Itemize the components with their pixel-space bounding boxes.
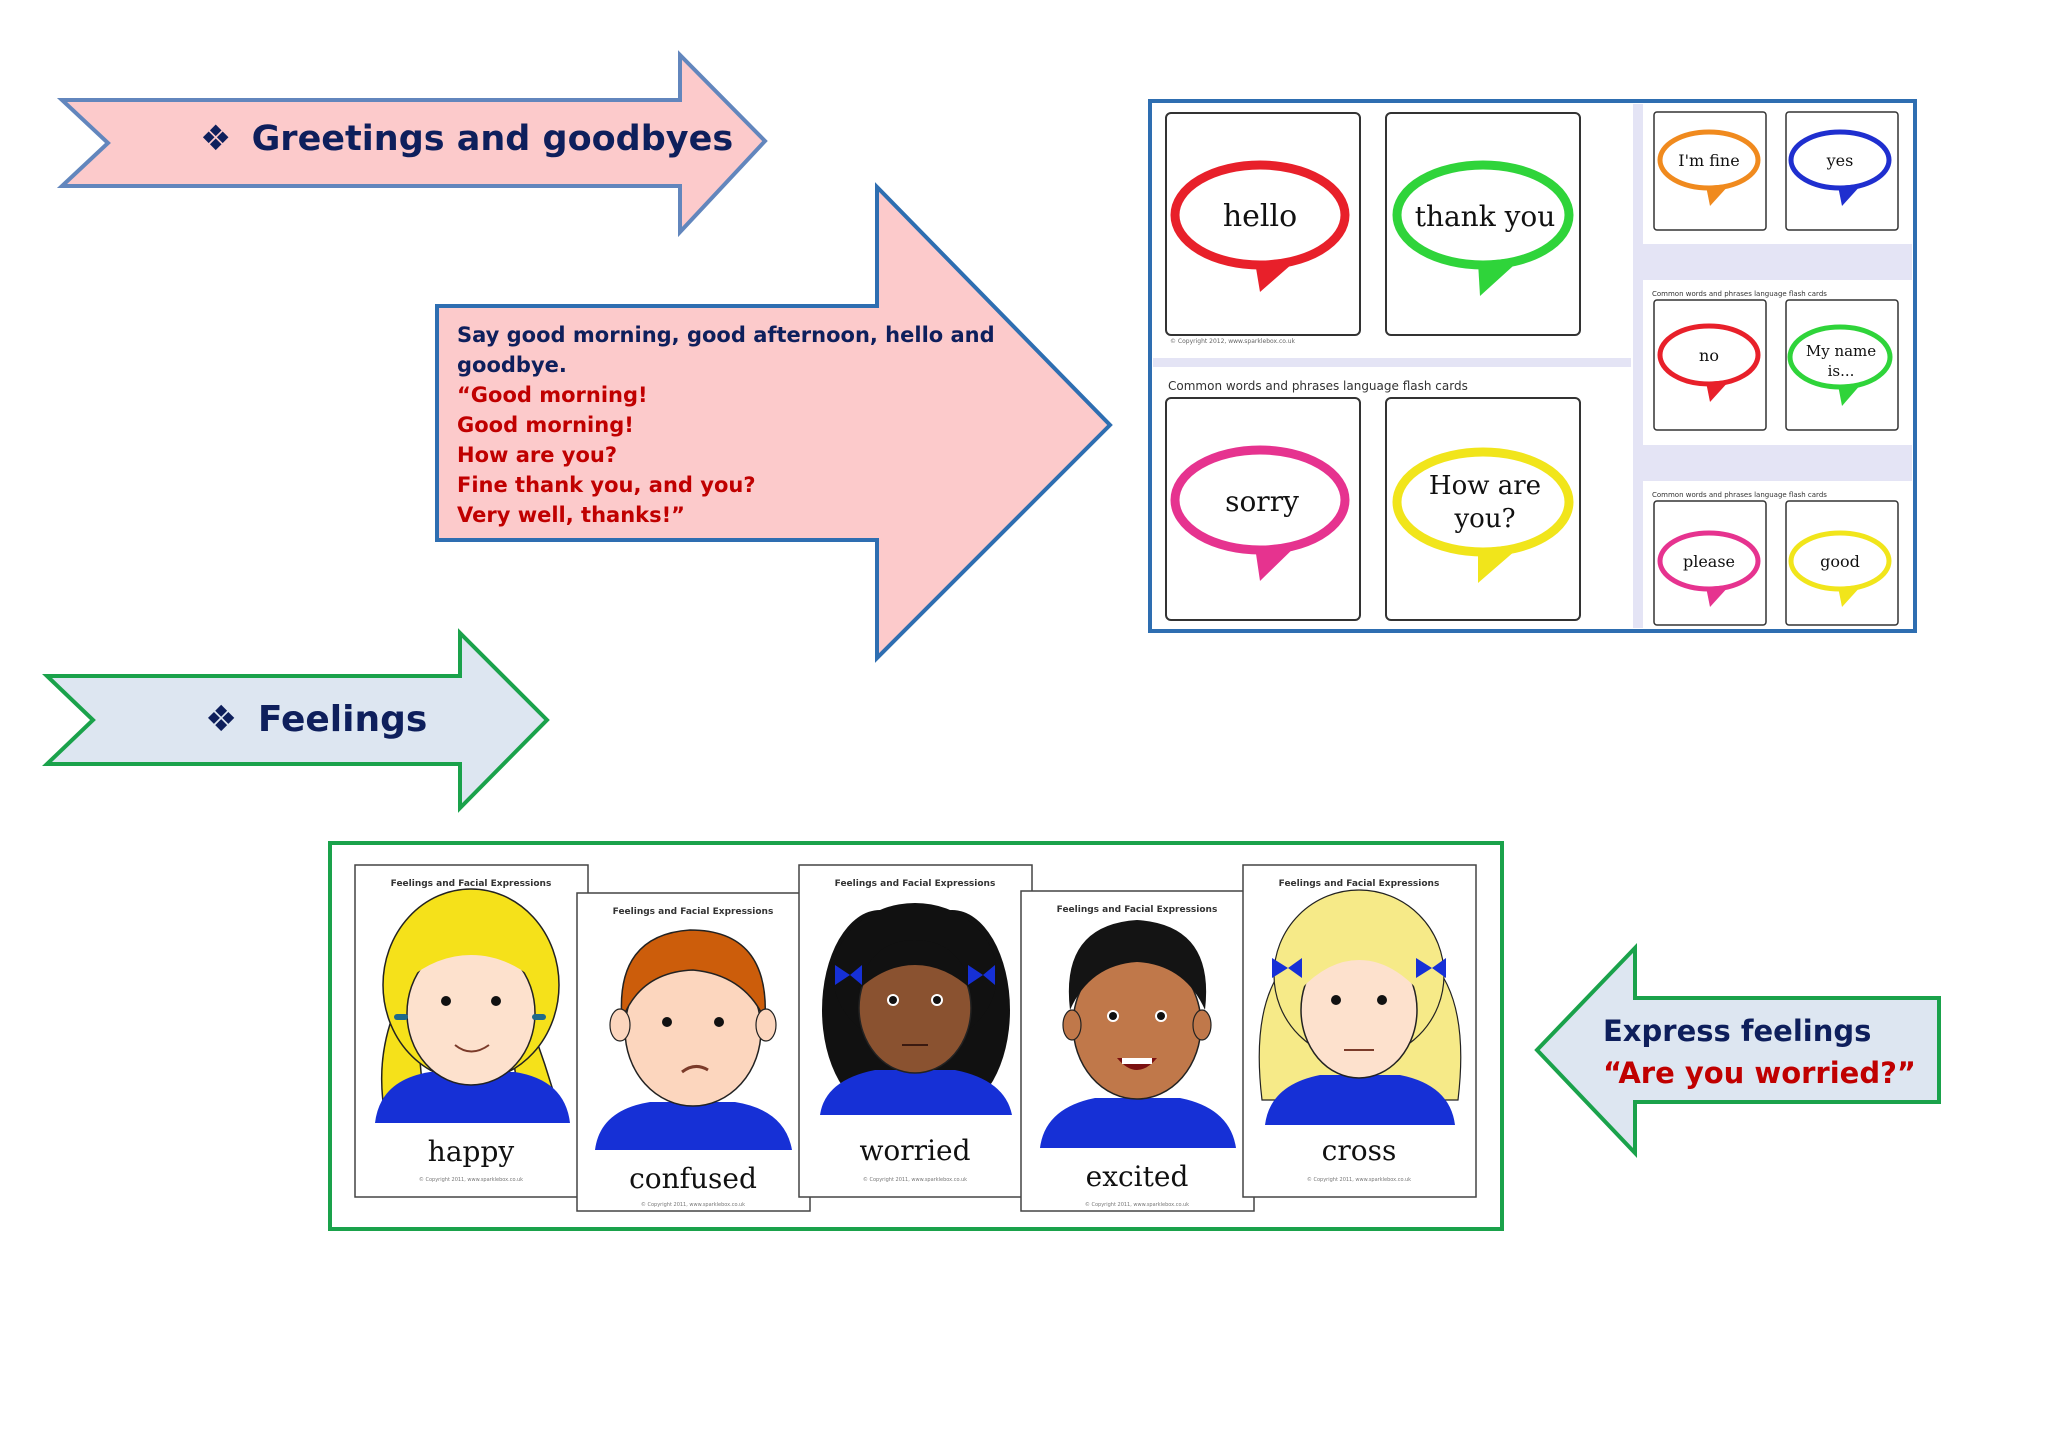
dialogue-arrow: Say good morning, good afternoon, hello … (435, 182, 1113, 663)
feeling-card-header: Feelings and Facial Expressions (835, 879, 996, 889)
flashcards-header-3: Common words and phrases language flash … (1652, 491, 1827, 499)
express-feelings-line-2: “Are you worried?” (1603, 1056, 1916, 1090)
flashcard-good: good (1785, 500, 1899, 626)
dialogue-line-2: Good morning! (457, 413, 634, 437)
feeling-card-confused-label: confused (629, 1162, 757, 1195)
flashcards-panel: © Copyright 2012, www.sparklebox.co.uk C… (1148, 99, 1917, 633)
feeling-card-header: Feelings and Facial Expressions (1057, 905, 1218, 915)
flashcard-my-name-is-line-2: is... (1828, 362, 1855, 380)
flashcard-please-label: please (1683, 552, 1735, 571)
flashcard-how-are-you-line-1: How are (1429, 471, 1541, 501)
feeling-card-confused: Feelings and Facial Expressions confused… (576, 892, 811, 1212)
dialogue-line-4: Fine thank you, and you? (457, 473, 756, 497)
dialogue-line-5: Very well, thanks!” (457, 503, 685, 527)
flashcard-thank-you-label: thank you (1415, 200, 1556, 233)
svg-text:© Copyright 2011, www.sparkleb: © Copyright 2011, www.sparklebox.co.uk (863, 1176, 967, 1183)
flashcard-how-are-you: How are you? (1385, 397, 1581, 621)
greetings-arrow: ❖ Greetings and goodbyes (56, 50, 768, 238)
flashcard-thank-you: thank you (1385, 112, 1581, 336)
express-feelings-line-1: Express feelings (1603, 1014, 1871, 1048)
flashcard-my-name-is-line-1: My name (1806, 342, 1876, 360)
flashcard-hello-label: hello (1223, 199, 1297, 234)
dialogue-intro-line-2: goodbye. (457, 353, 567, 377)
svg-text:© Copyright 2011, www.sparkleb: © Copyright 2011, www.sparklebox.co.uk (419, 1176, 523, 1183)
feeling-card-happy-label: happy (428, 1135, 515, 1168)
flashcard-no: no (1653, 299, 1767, 431)
express-feelings-arrow: Express feelings “Are you worried?” (1534, 943, 1941, 1159)
dialogue-intro-line-1: Say good morning, good afternoon, hello … (457, 323, 995, 347)
svg-text:Say good morning, good afterno: Say good morning, good afternoon, hello … (457, 323, 1002, 527)
flashcard-sorry: sorry (1165, 397, 1361, 621)
feelings-title: Feelings (258, 699, 427, 740)
flashcards-header-2: Common words and phrases language flash … (1652, 290, 1827, 298)
flashcard-my-name-is: My name is... (1785, 299, 1899, 431)
feelings-arrow: ❖ Feelings (42, 628, 550, 813)
flashcard-yes-label: yes (1826, 151, 1854, 170)
flashcard-please: please (1653, 500, 1767, 626)
svg-text:© Copyright 2011, www.sparkleb: © Copyright 2011, www.sparklebox.co.uk (1085, 1201, 1189, 1208)
flashcard-sorry-label: sorry (1225, 485, 1299, 518)
feeling-card-worried-label: worried (859, 1134, 970, 1167)
feeling-card-header: Feelings and Facial Expressions (391, 879, 552, 889)
svg-text:© Copyright 2011, www.sparkleb: © Copyright 2011, www.sparklebox.co.uk (1307, 1176, 1411, 1183)
flashcard-yes: yes (1785, 111, 1899, 231)
greetings-title: Greetings and goodbyes (252, 119, 734, 159)
svg-text:❖ Greetings and goodbyes: ❖ Greetings and goodbyes (200, 119, 733, 159)
feeling-card-excited-label: excited (1086, 1160, 1189, 1193)
flashcards-header-1: Common words and phrases language flash … (1168, 379, 1468, 393)
flashcard-no-label: no (1699, 346, 1719, 365)
flashcard-how-are-you-line-2: you? (1453, 504, 1515, 534)
feeling-card-cross-label: cross (1322, 1134, 1397, 1167)
feeling-card-excited: Feelings and Facial Expressions excited … (1020, 890, 1255, 1212)
dialogue-line-3: How are you? (457, 443, 617, 467)
greetings-bullet-icon: ❖ (200, 119, 231, 159)
feeling-card-header: Feelings and Facial Expressions (613, 907, 774, 917)
svg-text:© Copyright 2011, www.sparkleb: © Copyright 2011, www.sparklebox.co.uk (641, 1201, 745, 1208)
flashcard-good-label: good (1820, 552, 1860, 571)
flashcard-im-fine: I'm fine (1653, 111, 1767, 231)
feelings-bullet-icon: ❖ (205, 699, 237, 740)
dialogue-line-1: “Good morning! (457, 383, 648, 407)
feeling-card-cross: Feelings and Facial Expressions cross © … (1242, 864, 1477, 1198)
svg-text:❖ Feelings: ❖ Feelings (205, 699, 427, 740)
flashcards-copyright: © Copyright 2012, www.sparklebox.co.uk (1170, 338, 1296, 345)
flashcard-im-fine-label: I'm fine (1678, 151, 1739, 170)
feelings-panel: Feelings and Facial Expressions happy © … (328, 841, 1504, 1231)
flashcard-hello: hello (1165, 112, 1361, 336)
feeling-card-happy: Feelings and Facial Expressions happy © … (354, 864, 589, 1198)
feeling-card-worried: Feelings and Facial Expressions worried … (798, 864, 1033, 1198)
feeling-card-header: Feelings and Facial Expressions (1279, 879, 1440, 889)
